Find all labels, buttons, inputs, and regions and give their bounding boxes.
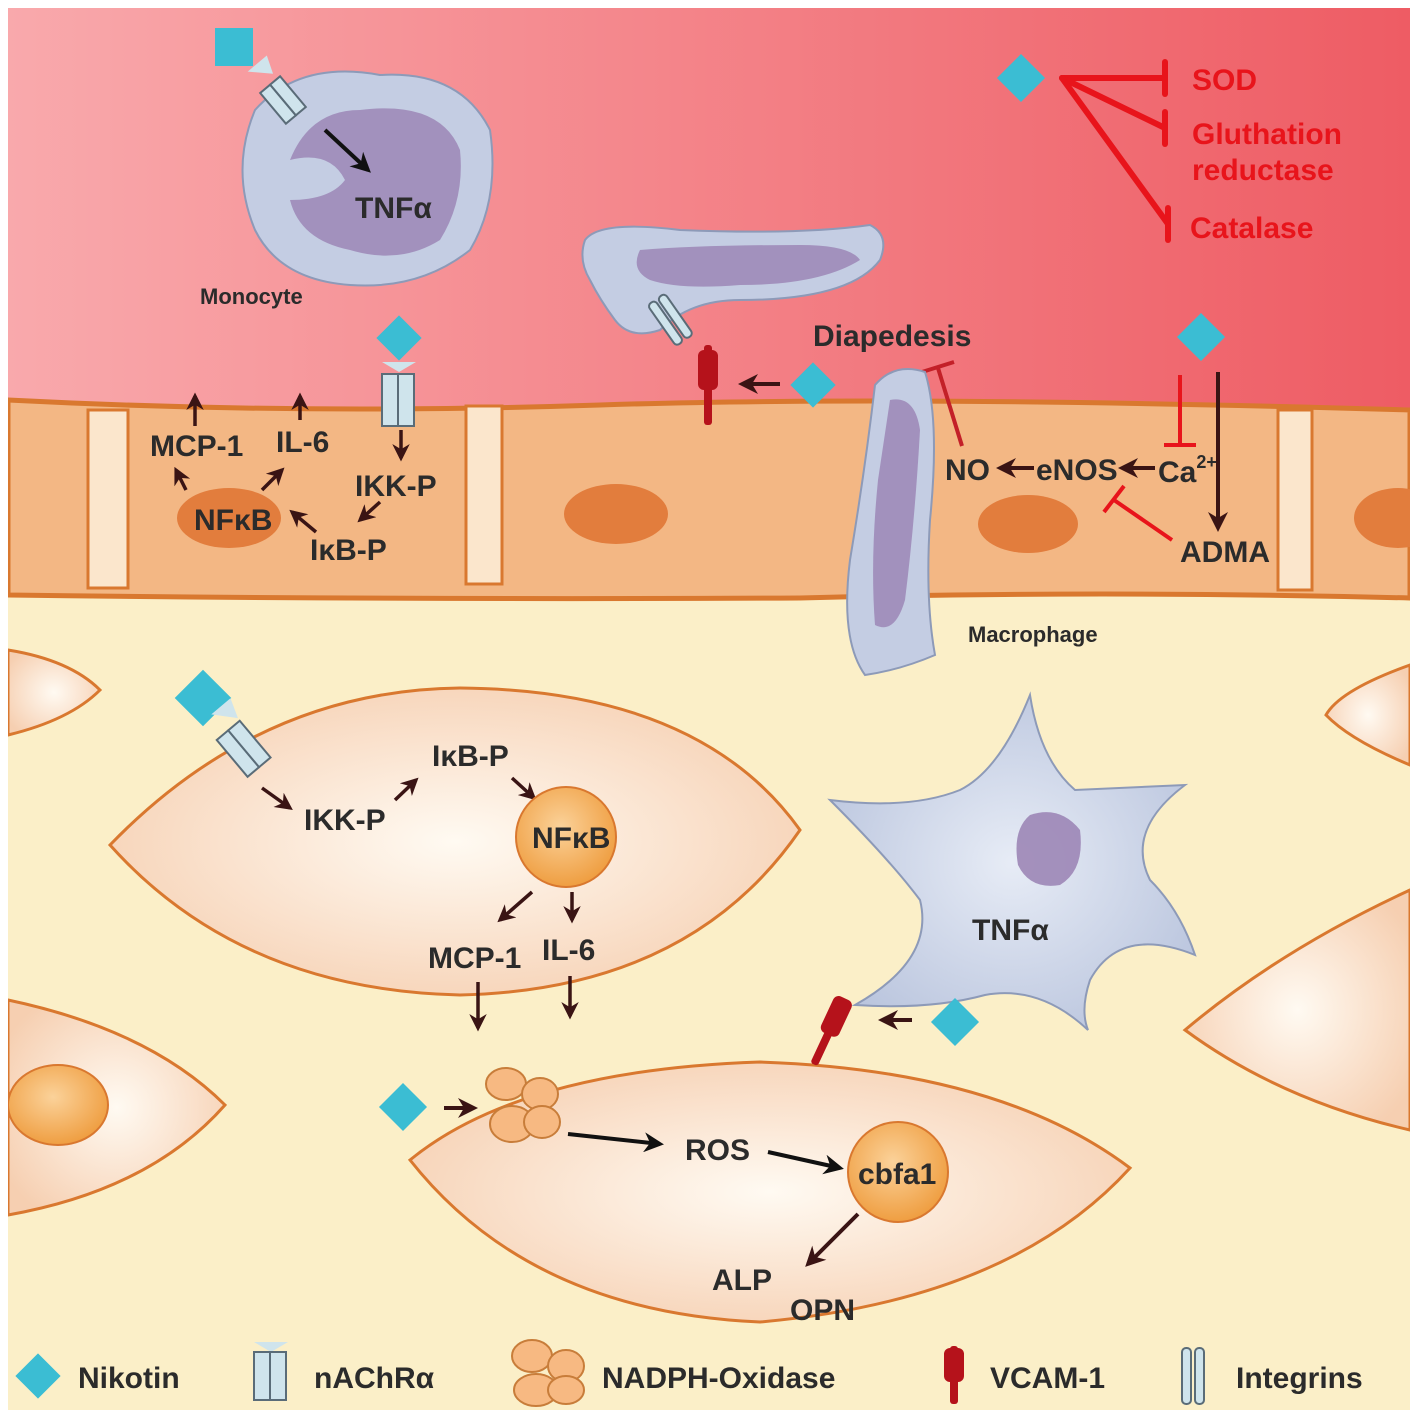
enos-label: eNOS <box>1036 454 1118 487</box>
adma-enos-inhibition <box>1102 484 1174 542</box>
smc-cell-bottom <box>407 1060 1133 1324</box>
diapedesis-label: Diapedesis <box>813 320 971 353</box>
macrophage-label: Macrophage <box>968 622 1098 647</box>
endo-il6-label: IL-6 <box>276 426 329 459</box>
receptor-channel-icon <box>211 698 238 719</box>
smc-cell-top <box>107 686 802 997</box>
smc-mcp1-label: MCP-1 <box>428 942 521 975</box>
antioxidant-inhibition <box>1059 59 1171 243</box>
endothelial-junctions <box>86 404 1314 592</box>
cbfa1-alp-arrow <box>805 1212 860 1267</box>
legend-item-integrins: Integrins <box>1181 1347 1363 1405</box>
smc-signal-arrows <box>260 776 581 1032</box>
ros-label: ROS <box>685 1134 750 1167</box>
endothelial-signal-arrows <box>174 392 410 534</box>
monocyte-tnf-label: TNFα <box>355 192 432 225</box>
smc-nfkb-label: NFκB <box>532 822 610 855</box>
calcium-label: Ca2+ <box>1158 452 1217 489</box>
no-diapedesis-inhibition <box>921 360 964 447</box>
calcium-inhibition <box>1164 375 1196 447</box>
receptor-channel-icon <box>254 1342 288 1352</box>
endothelial-nucleus <box>978 495 1078 553</box>
legend-label: NADPH-Oxidase <box>602 1362 835 1395</box>
smc-ikbp-label: IκB-P <box>432 740 509 773</box>
receptor-channel-icon <box>247 55 274 74</box>
cbfa1-label: cbfa1 <box>858 1158 936 1191</box>
blood-lumen <box>8 8 1410 408</box>
vcam-adhesion-icon <box>944 1346 964 1404</box>
legend-label: Nikotin <box>78 1362 180 1395</box>
legend-bar <box>8 1342 1410 1410</box>
legend-item-nadph: NADPH-Oxidase <box>511 1339 835 1407</box>
catalase-label: Catalase <box>1190 212 1313 245</box>
gluthation-label: Gluthation <box>1192 118 1342 151</box>
smc-cell-left-bottom <box>6 998 228 1217</box>
endo-ikkp-label: IKK-P <box>355 470 437 503</box>
monocyte-cell <box>241 70 494 287</box>
receptor-channel-icon <box>258 74 308 126</box>
enzyme-cluster-icon <box>511 1339 585 1407</box>
ros-cbfa1-arrow <box>767 1150 844 1175</box>
opn-label: OPN <box>790 1294 855 1327</box>
sod-label: SOD <box>1192 64 1257 97</box>
endo-mcp1-label: MCP-1 <box>150 430 243 463</box>
receptor-channel-icon <box>382 362 416 372</box>
endothelial-nucleus <box>1354 488 1418 548</box>
vcam-adhesion-icon <box>698 345 718 425</box>
endo-ikbp-label: IκB-P <box>310 534 387 567</box>
reductase-label: reductase <box>1192 154 1334 187</box>
smc-ikkp-label: IKK-P <box>304 804 386 837</box>
vcam-adhesion-icon <box>811 996 852 1066</box>
macrophage-tnf-label: TNFα <box>972 914 1049 947</box>
smc-il6-label: IL-6 <box>542 934 595 967</box>
smc-nfkb-nucleus <box>515 786 617 888</box>
endothelial-nucleus <box>564 484 668 544</box>
smc-cell-right-bottom <box>1182 887 1412 1132</box>
monocyte-label: Monocyte <box>200 284 303 309</box>
receptor-channel-icon <box>215 719 272 779</box>
endothelial-nucleus <box>177 488 281 548</box>
alp-label: ALP <box>712 1264 772 1297</box>
legend-item-vcam: VCAM-1 <box>944 1346 1105 1404</box>
integrin-pair-icon <box>648 293 693 346</box>
legend-label: Integrins <box>1236 1362 1363 1395</box>
no-label: NO <box>945 454 990 487</box>
macrophage-nucleus <box>1016 812 1081 886</box>
diamond-icon <box>215 28 253 66</box>
macrophage-transmigrating <box>846 368 937 677</box>
enzyme-cluster-icon <box>485 1067 561 1143</box>
smc-cell-right-top <box>1324 662 1412 768</box>
monocyte-activation-arrow <box>323 128 371 173</box>
receptor-channel-icon <box>381 373 415 427</box>
integrin-pair-icon <box>1181 1347 1205 1405</box>
smc-cell-left-top <box>6 648 103 737</box>
legend-item-nachr: nAChRα <box>253 1342 435 1401</box>
adma-label: ADMA <box>1180 536 1270 569</box>
tissue-macrophage <box>827 691 1197 1031</box>
nadph-ros-arrow <box>567 1132 664 1153</box>
cbfa1-nucleus <box>847 1121 949 1223</box>
legend-label: nAChRα <box>314 1362 435 1395</box>
endo-nfkb-label: NFκB <box>194 504 272 537</box>
smc-nucleus <box>7 1064 109 1146</box>
legend-label: VCAM-1 <box>990 1362 1105 1395</box>
